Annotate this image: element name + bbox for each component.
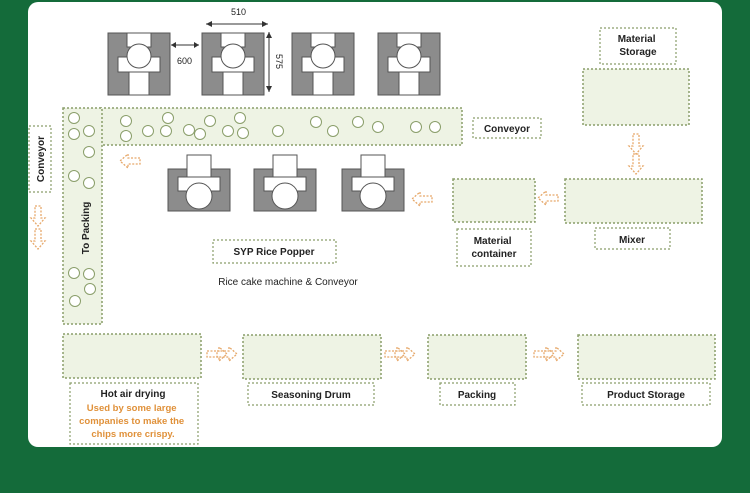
- product-storage-box: [577, 334, 716, 380]
- material-storage-label-box: [599, 27, 677, 65]
- rice-cake-dot: [69, 295, 81, 307]
- dimension-gap: 600: [177, 56, 192, 66]
- rice-cake-dot: [352, 116, 364, 128]
- rice-cake-dot: [142, 125, 154, 137]
- hot-air-drying-box: [62, 333, 202, 379]
- rice-cake-dot: [222, 125, 234, 137]
- rice-cake-dot: [372, 121, 384, 133]
- dimension-gap-marker: 600: [171, 42, 199, 66]
- seasoning-drum-box: [242, 334, 382, 380]
- product-storage-label: Product Storage: [607, 390, 685, 401]
- hot-air-drying-label-box: [69, 382, 199, 445]
- rice-cake-dot: [429, 121, 441, 133]
- mixer-label-box: [594, 227, 671, 250]
- machine-top-3: [291, 32, 355, 96]
- conveyor-label: Conveyor: [484, 124, 530, 135]
- rice-cake-dot: [83, 125, 95, 137]
- conveyor-left-label: Conveyor: [36, 136, 47, 182]
- dimension-width-marker: 510: [206, 7, 268, 27]
- rice-cake-dot: [83, 146, 95, 158]
- seasoning-drum-label: Seasoning Drum: [271, 390, 351, 401]
- rice-cake-dot: [194, 128, 206, 140]
- rice-cake-dot: [120, 115, 132, 127]
- popper-label-box: [212, 239, 337, 264]
- conveyor-label-box: [472, 117, 542, 139]
- packing-box: [427, 334, 527, 380]
- rice-cake-dot: [68, 170, 80, 182]
- machine-caption: Rice cake machine & Conveyor: [218, 277, 358, 288]
- machine-top-2: [201, 32, 265, 96]
- packing-label: Packing: [458, 390, 496, 401]
- dimension-width: 510: [231, 7, 246, 17]
- mixer-label: Mixer: [619, 235, 645, 246]
- packing-label-box: [439, 382, 516, 406]
- rice-cake-dot: [68, 267, 80, 279]
- seasoning-drum-label-box: [247, 382, 375, 406]
- rice-cake-dot: [83, 177, 95, 189]
- rice-cake-dot: [310, 116, 322, 128]
- mixer-box: [564, 178, 703, 224]
- rice-cake-dot: [83, 268, 95, 280]
- machine-top-1: [107, 32, 171, 96]
- dimension-height: 575: [274, 54, 284, 69]
- rice-cake-dot: [120, 130, 132, 142]
- rice-cake-dot: [68, 112, 80, 124]
- to-packing-label: To Packing: [81, 202, 92, 255]
- material-storage-box: [582, 68, 690, 126]
- rice-cake-dot: [162, 112, 174, 124]
- dimension-height-marker: 575: [266, 32, 284, 92]
- rice-cake-dot: [84, 283, 96, 295]
- rice-cake-dot: [410, 121, 422, 133]
- rice-cake-dot: [272, 125, 284, 137]
- rice-cake-dot: [204, 115, 216, 127]
- conveyor-left-label-box: [28, 125, 52, 193]
- hot-air-drying-note: Used by some large companies to make the…: [79, 403, 187, 440]
- rice-cake-dot: [183, 124, 195, 136]
- material-container-label-box: [456, 228, 532, 267]
- hot-air-drying-label: Hot air drying: [100, 389, 165, 400]
- rice-cake-dot: [68, 128, 80, 140]
- rice-cakes-on-conveyor: [68, 112, 441, 307]
- popper-label: SYP Rice Popper: [234, 247, 315, 258]
- machine-top-4: [377, 32, 441, 96]
- product-storage-label-box: [581, 382, 711, 406]
- material-container-box: [452, 178, 536, 223]
- rice-cake-dot: [327, 125, 339, 137]
- rice-cake-dot: [237, 127, 249, 139]
- material-storage-label: Material Storage: [618, 34, 659, 58]
- rice-cake-dot: [234, 112, 246, 124]
- material-container-label: Material container: [471, 236, 516, 260]
- rice-cake-dot: [160, 125, 172, 137]
